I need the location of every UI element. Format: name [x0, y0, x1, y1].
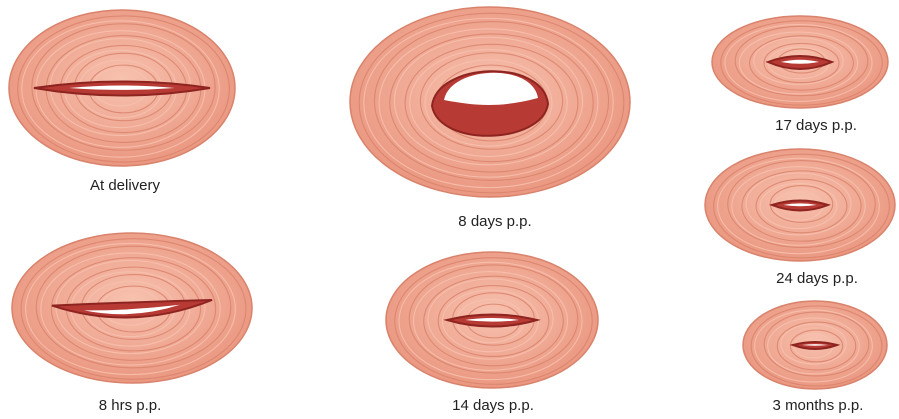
stage-label-8-hrs: 8 hrs p.p. — [99, 397, 162, 414]
stage-label-3-months: 3 months p.p. — [773, 397, 864, 414]
cervix-8-hrs — [12, 233, 252, 383]
cervix-24-days — [705, 149, 895, 261]
cervix-17-days — [712, 16, 888, 108]
cervix-at-delivery — [9, 10, 235, 166]
stage-label-24-days: 24 days p.p. — [776, 270, 858, 287]
cervix-8-days — [350, 7, 630, 197]
cervix-14-days — [386, 252, 598, 388]
cervix-3-months — [743, 301, 887, 389]
stage-label-17-days: 17 days p.p. — [775, 117, 857, 134]
stage-label-14-days: 14 days p.p. — [452, 397, 534, 414]
stage-label-at-delivery: At delivery — [90, 177, 160, 194]
stage-label-8-days: 8 days p.p. — [458, 213, 531, 230]
